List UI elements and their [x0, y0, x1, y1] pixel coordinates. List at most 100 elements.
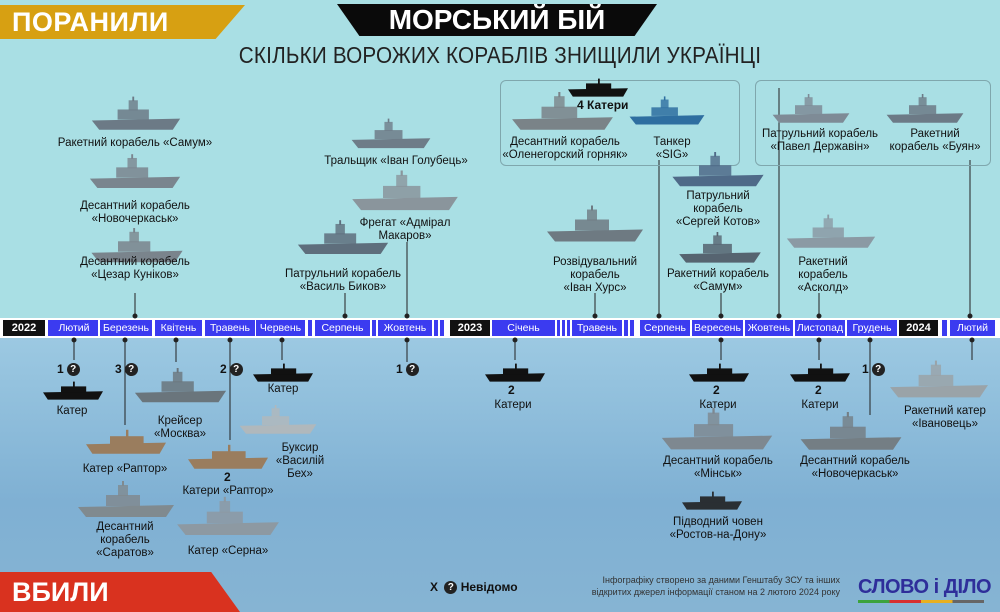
killed-label: Катери «Раптор» [182, 485, 273, 498]
ship-name: Патрульний корабель [284, 268, 402, 280]
unknown-icon: ? [871, 363, 885, 377]
boat-silhouette-icon [787, 360, 853, 384]
ship-name-line: «Сергей Котов» [675, 216, 761, 228]
timeline-cell: 2024 [899, 320, 938, 336]
timeline-cell: Травень [205, 320, 255, 336]
wounded-banner: ПОРАНИЛИ [0, 5, 245, 39]
ship-name-line: «Іван Хурс» [563, 282, 627, 294]
ship-name-line: «Новочеркаськ» [811, 468, 899, 480]
ship-name: Фрегат «Адмірал [359, 217, 451, 229]
legend: X ? Невідомо [430, 580, 518, 595]
killed-count: 1? [862, 362, 885, 377]
page-title: МОРСЬКИЙ БІЙ [337, 4, 657, 36]
ship-name: Розвідувальний [552, 256, 638, 268]
ship-name: Катери «Раптор» [182, 485, 274, 497]
ship-name-line: «Саратов» [96, 547, 154, 559]
wounded-label: Десантний корабель«Оленегорский горняк» [502, 136, 627, 162]
ship-image [88, 152, 182, 194]
killed-label: Крейсер«Москва» [154, 415, 206, 441]
timeline-cell [48, 320, 51, 336]
ship-name: Танкер [653, 136, 691, 148]
timeline-cell: Березень [100, 320, 152, 336]
credit-text: Інфографіку створено за даними Генштабу … [591, 575, 840, 597]
question-icon: ? [444, 581, 458, 595]
ship-name: Ракетний [910, 128, 960, 140]
wounded-label: Ракетний корабель «Самум» [58, 137, 212, 150]
killed-label: Катери [494, 399, 531, 412]
ship-image [653, 408, 781, 454]
count: 1 [57, 362, 64, 376]
killed-count: 3? [115, 362, 138, 377]
count: 2 [713, 383, 720, 397]
timeline-cell: Листопад [795, 320, 845, 336]
boat-silhouette-icon [250, 360, 316, 384]
ship-name-line: корабель [570, 269, 620, 281]
timeline-cell: 2023 [450, 320, 490, 336]
ship-name: Десантний корабель [510, 136, 620, 148]
ship-name: Десантний корабель [663, 455, 773, 467]
ship-name-line: «Новочеркаськ» [91, 213, 179, 225]
ship-image [785, 214, 877, 252]
killed-label: Десантний корабель«Мінськ» [663, 455, 773, 481]
timeline-cell: Квітень [155, 320, 202, 336]
ship-image [133, 362, 228, 412]
ship-name: Катер [267, 383, 299, 395]
timeline-cell [942, 320, 947, 336]
killed-label: Катери [801, 399, 838, 412]
wounded-label: Тральщик «Іван Голубець» [324, 155, 468, 168]
timeline-cell [557, 320, 560, 336]
ship-name: Патрульний [686, 190, 750, 202]
count: 4 [577, 98, 584, 112]
wounded-label: Десантний корабель«Цезар Куніков» [80, 256, 190, 282]
ship-image [188, 440, 268, 472]
ship-image [234, 405, 322, 437]
ship-name: Ракетний корабель [666, 268, 770, 280]
ship-name-line: «Ростов-на-Дону» [669, 529, 767, 541]
ship-name-line: «Цезар Куніков» [91, 269, 179, 281]
ship-name-line: «SIG» [655, 149, 689, 161]
logo-underline [858, 600, 984, 603]
ship-name: Катери [494, 399, 532, 411]
timeline-cell: 2022 [3, 320, 45, 336]
timeline-cell [372, 320, 376, 336]
timeline-cell: Лютий [950, 320, 995, 336]
killed-banner: ВБИЛИ [0, 572, 240, 612]
ship-image [296, 214, 390, 264]
ship-image [350, 115, 432, 155]
ship-name-line: «Івановець» [911, 418, 979, 430]
boat-silhouette-icon [482, 360, 548, 384]
ship-name-line: «Василь Биков» [299, 281, 387, 293]
count: 2 [224, 470, 231, 484]
timeline-cell: Лютий [50, 320, 98, 336]
timeline-cell: Грудень [847, 320, 897, 336]
legend-text: Невідомо [460, 580, 518, 594]
ship-name: Ракетний корабель «Самум» [57, 137, 213, 149]
killed-count: 1? [57, 362, 80, 377]
timeline-cell [440, 320, 444, 336]
ship-name-line: корабель [693, 203, 743, 215]
ship-name-line: Макаров» [378, 230, 432, 242]
ship-image [628, 92, 706, 132]
timeline-cell: Серпень [315, 320, 370, 336]
ship-name-line: «Василій [275, 455, 325, 467]
timeline-cell [567, 320, 570, 336]
ship-name: Десантний корабель [800, 455, 910, 467]
killed-count: 2 [508, 383, 515, 397]
ship-name-line: Бех» [287, 468, 313, 480]
killed-label: Катер «Раптор» [83, 463, 168, 476]
ship-image [662, 152, 774, 190]
ship-name-line: «Москва» [153, 428, 207, 440]
ship-name-line: корабель [100, 534, 150, 546]
ship-name: Патрульний корабель [761, 128, 879, 140]
killed-count: 1? [396, 362, 419, 377]
killed-label: Катер «Серна» [188, 545, 269, 558]
boat-silhouette-icon [40, 378, 106, 402]
timeline-cell: Жовтень [745, 320, 793, 336]
ship-image [350, 170, 460, 215]
ship-name: Катер «Раптор» [82, 463, 168, 475]
